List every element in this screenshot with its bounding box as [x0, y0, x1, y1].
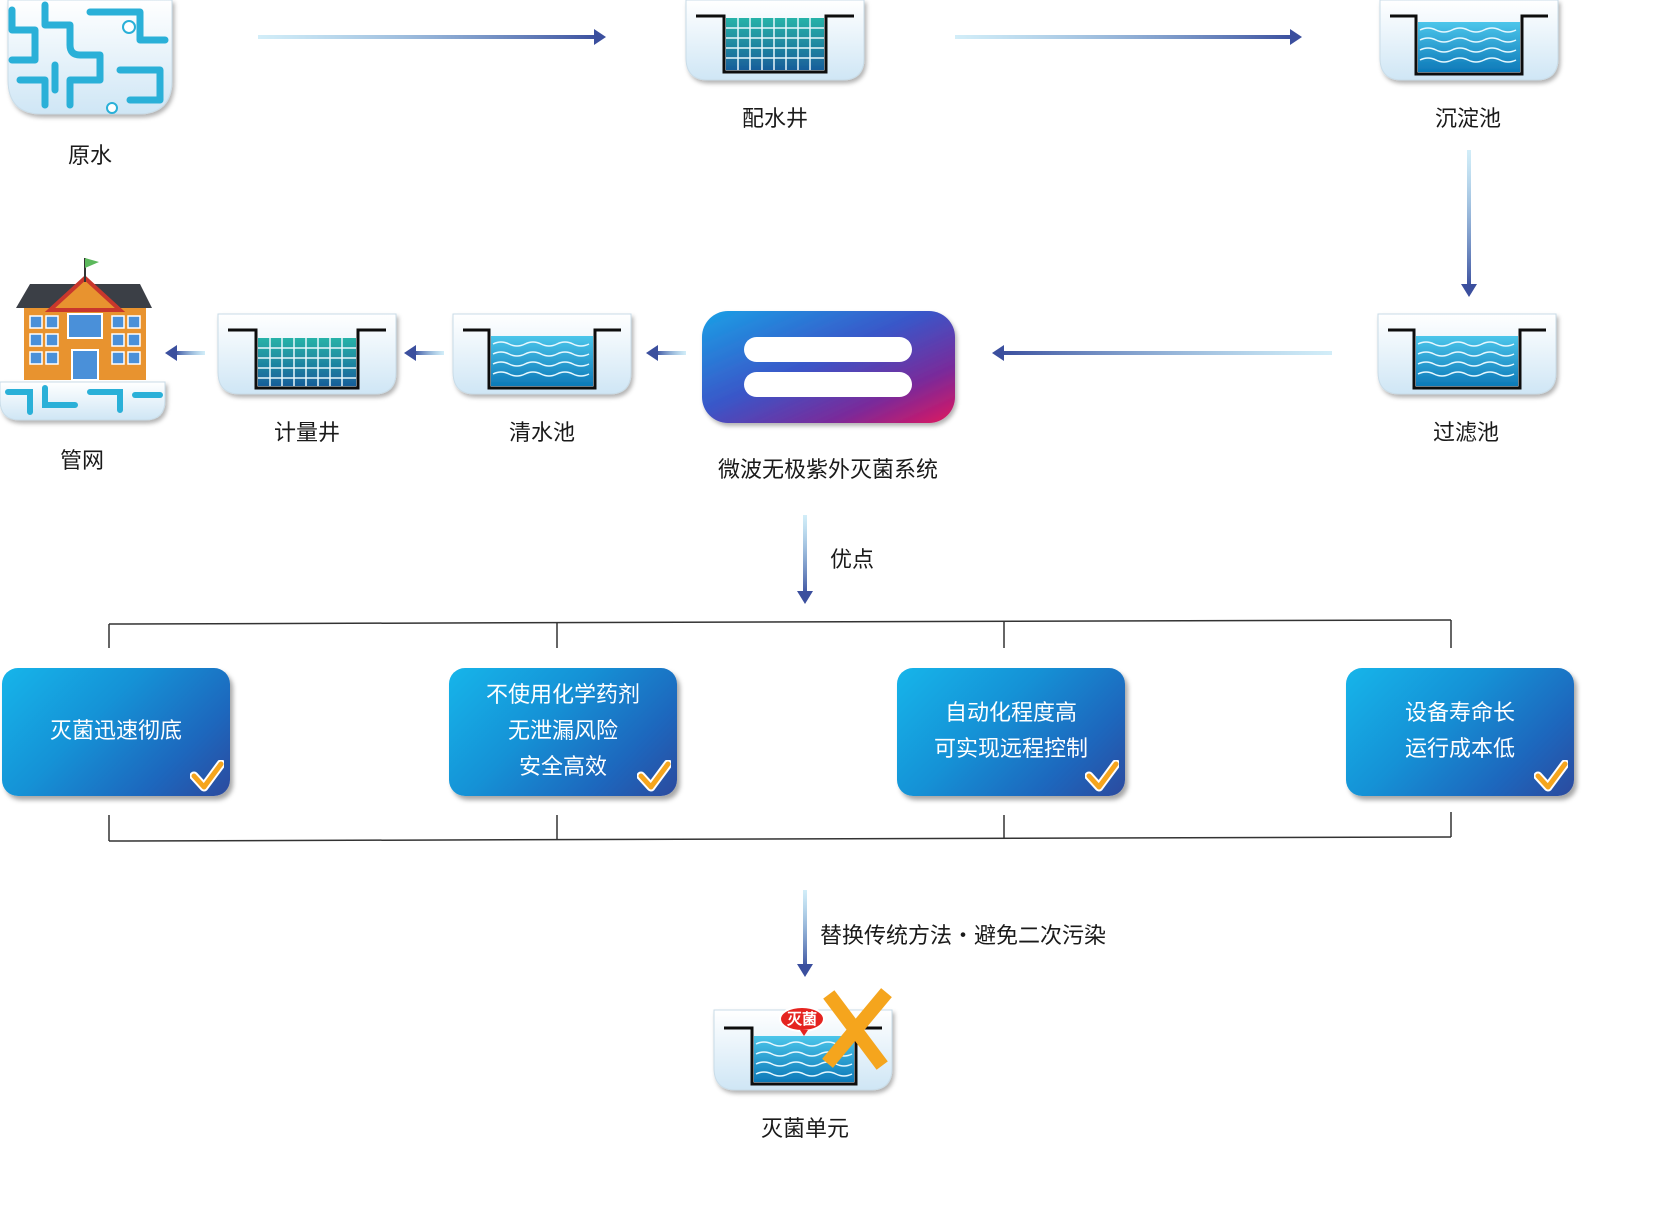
sterilize-badge-label: 灭菌 [786, 1010, 817, 1028]
advantage-card: 自动化程度高 可实现远程控制 [897, 668, 1125, 796]
uv-system-icon [702, 311, 955, 423]
flow-arrow-sedimentation-to-filter [1461, 150, 1477, 297]
label-filter-tank: 过滤池 [1432, 421, 1499, 446]
advantage-line: 灭菌迅速彻底 [49, 719, 182, 744]
distribution-well-tank-icon [685, 0, 865, 81]
advantages-label: 优点 [830, 548, 875, 573]
check-icon [637, 760, 671, 792]
advantage-card: 设备寿命长 运行成本低 [1346, 668, 1574, 796]
flow-arrow-clear-to-metering [404, 345, 444, 361]
advantage-card: 不使用化学药剂 无泄漏风险 安全高效 [449, 668, 677, 796]
arrow-replace [797, 890, 813, 977]
label-metering-well: 计量井 [273, 421, 340, 446]
flow-arrow-distribution-to-sedimentation [955, 29, 1302, 45]
advantage-card: 灭菌迅速彻底 [2, 668, 230, 796]
flow-arrow-filter-to-uv [992, 345, 1332, 361]
metering-well-tank-icon [217, 313, 397, 395]
bottom-bracket [108, 812, 1452, 842]
label-sterilization-unit: 灭菌单元 [760, 1117, 849, 1142]
flow-arrow-raw-to-distribution [258, 29, 606, 45]
replace-label: 替换传统方法・避免二次污染 [820, 924, 1107, 949]
label-clear-water-tank: 清水池 [508, 421, 575, 446]
advantage-line: 安全高效 [518, 755, 607, 780]
raw-water-pipes-icon [7, 0, 173, 115]
advantage-line: 可实现远程控制 [933, 737, 1088, 762]
advantage-line: 运行成本低 [1404, 737, 1515, 762]
advantage-line: 自动化程度高 [944, 701, 1077, 726]
cross-icon [822, 988, 892, 1070]
label-raw-water: 原水 [67, 144, 112, 169]
check-icon [190, 760, 224, 792]
label-uv-system: 微波无极紫外灭菌系统 [717, 458, 938, 483]
pipe-network-building-icon [0, 258, 166, 421]
sedimentation-tank-icon [1379, 0, 1559, 81]
check-icon [1534, 760, 1568, 792]
clear-water-tank-icon [452, 313, 632, 395]
advantage-line: 设备寿命长 [1404, 701, 1515, 726]
label-distribution-well: 配水井 [741, 107, 808, 132]
top-bracket [108, 619, 1452, 648]
label-sedimentation-tank: 沉淀池 [1434, 107, 1501, 132]
filter-tank-icon [1377, 313, 1557, 395]
sterilize-badge [779, 1006, 825, 1036]
advantage-line: 无泄漏风险 [507, 719, 618, 744]
flow-arrow-metering-to-network [165, 345, 205, 361]
arrow-advantages [797, 515, 813, 604]
check-icon [1085, 760, 1119, 792]
flow-arrow-uv-to-clear [646, 345, 686, 361]
advantage-line: 不使用化学药剂 [485, 683, 640, 708]
label-pipe-network: 管网 [59, 449, 104, 474]
